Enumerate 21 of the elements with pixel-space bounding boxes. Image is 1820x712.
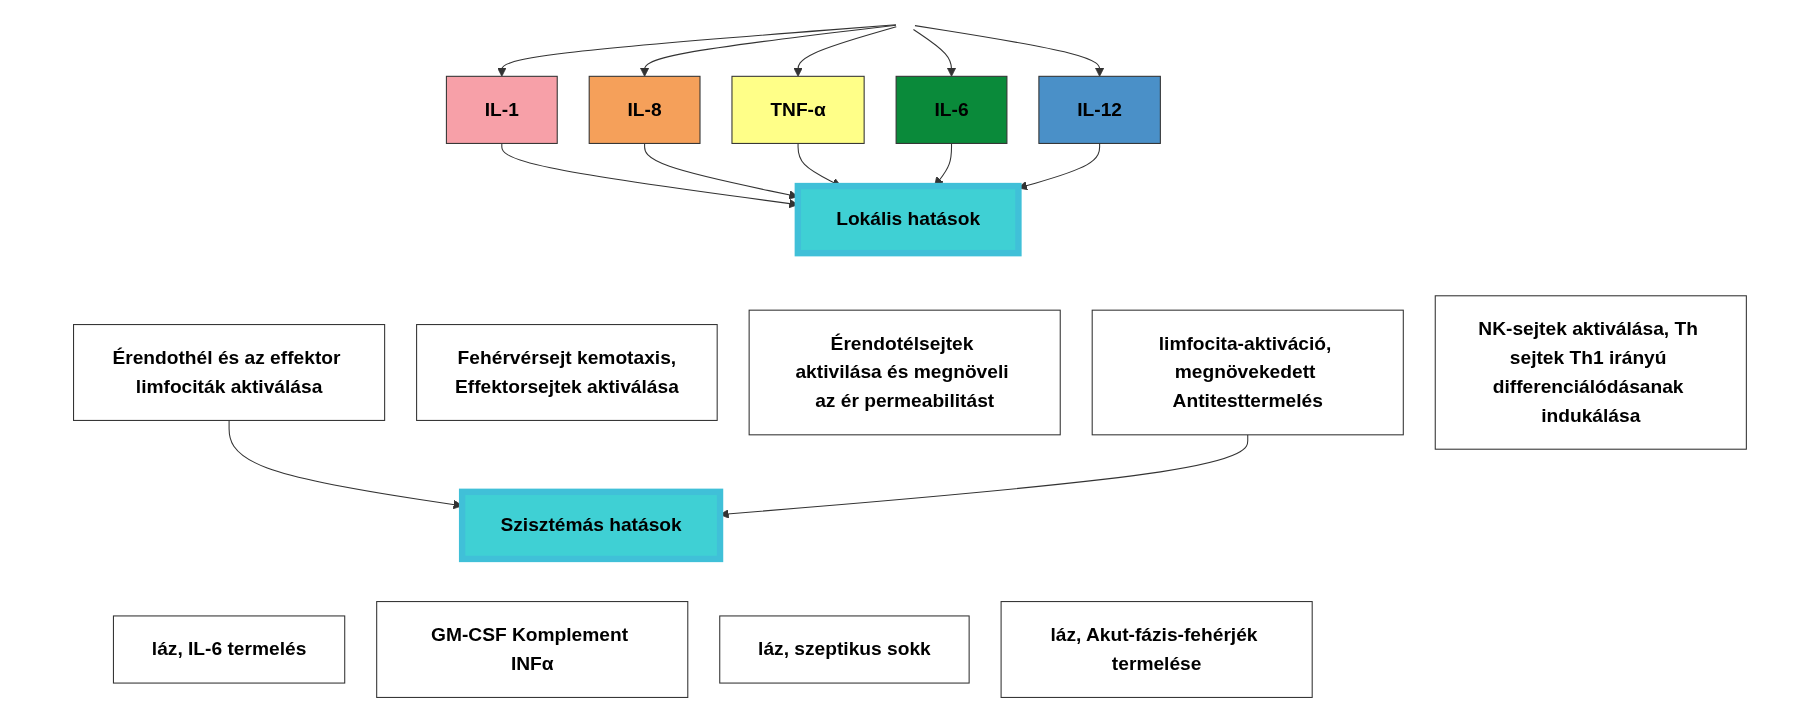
- cytokine-box: IL-1: [445, 75, 558, 144]
- arrow: [793, 26, 897, 77]
- effect-box: Érendotélsejtek aktivilása és megnöveli az ér permeabilitást: [748, 309, 1061, 436]
- effect-box: NK-sejtek aktiválása, Th sejtek Th1 irányú differenciálódásanak indukálása: [1434, 295, 1747, 450]
- effect-box: limfocita-aktiváció, megnövekedett Antitesttermelés: [1091, 309, 1404, 436]
- effect-box: láz, IL-6 termelés: [112, 615, 346, 684]
- arrow: [497, 24, 897, 77]
- effect-band: Lokális hatások: [794, 182, 1022, 257]
- cytokine-box: IL-6: [895, 75, 1008, 144]
- effect-box: Érendothél és az effektor limfociták aktiválása: [73, 324, 386, 421]
- effect-box: láz, Akut-fázis-fehérjék termelése: [1000, 601, 1313, 698]
- effect-box: láz, szeptikus sokk: [719, 615, 970, 684]
- effect-box: Fehérvérsejt kemotaxis, Effektorsejtek aktiválása: [416, 324, 718, 421]
- arrow: [912, 28, 957, 77]
- cytokine-box: IL-8: [588, 75, 701, 144]
- arrow: [639, 24, 897, 77]
- effect-band: Szisztémás hatások: [459, 488, 724, 563]
- arrow: [914, 25, 1105, 77]
- cytokine-box: TNF-α: [731, 75, 865, 144]
- effect-box: GM-CSF Komplement INFα: [376, 601, 689, 698]
- cytokine-box: IL-12: [1038, 75, 1161, 144]
